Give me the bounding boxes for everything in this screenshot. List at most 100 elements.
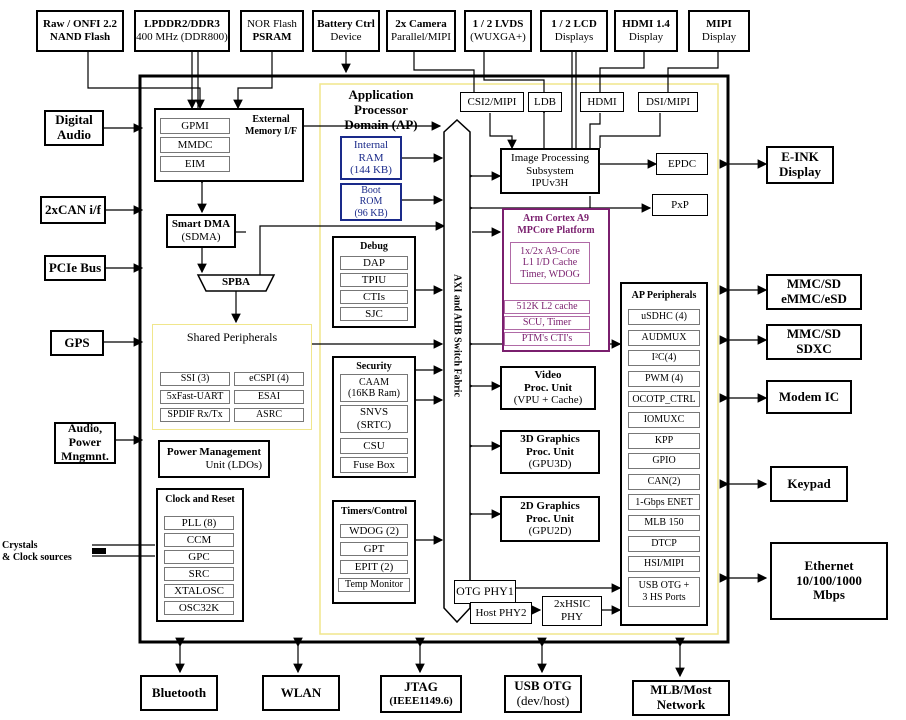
csi-label: CSI2/MIPI bbox=[467, 95, 517, 108]
nand-line2: NAND Flash bbox=[49, 31, 111, 43]
ap-title-line2: Domain (AP) bbox=[344, 116, 418, 132]
scu-timer: SCU, Timer bbox=[504, 316, 590, 330]
wdog-label: WDOG (2) bbox=[349, 524, 399, 537]
security-title: Security bbox=[356, 361, 392, 372]
can-label: 2xCAN i/f bbox=[45, 201, 101, 217]
battery-line1: Battery Ctrl bbox=[317, 18, 375, 31]
ap-periph-item-label: DTCP bbox=[651, 537, 677, 549]
ptm-ctis: PTM's CTI's bbox=[504, 332, 590, 346]
jtag: JTAG (IEEE1149.6) bbox=[380, 675, 462, 713]
ssi-label: SSI (3) bbox=[180, 373, 210, 385]
gpc: GPC bbox=[164, 550, 234, 564]
gpu3d-line2: Proc. Unit bbox=[525, 445, 575, 458]
hsic-line1: 2xHSIC bbox=[553, 598, 591, 611]
audio-power-line3: Mngmnt. bbox=[61, 448, 109, 463]
ap-periph-item: USB OTG + 3 HS Ports bbox=[628, 576, 700, 607]
audio-power-line1: Audio, bbox=[67, 421, 103, 436]
bluetooth: Bluetooth bbox=[140, 675, 218, 711]
sjc-label: SJC bbox=[365, 307, 383, 320]
lcd-line1: 1 / 2 LCD bbox=[551, 18, 597, 31]
ethernet-line1: Ethernet bbox=[804, 557, 854, 573]
ap-periph-item-label: MLB 150 bbox=[644, 517, 684, 529]
nor-line2: PSRAM bbox=[252, 31, 292, 43]
hdmi-display: HDMI 1.4 Display bbox=[614, 10, 678, 52]
csu: CSU bbox=[340, 438, 408, 454]
asrc: ASRC bbox=[234, 408, 304, 422]
ap-periph-item-label: PWM (4) bbox=[644, 373, 684, 385]
ap-periph-item-label: GPIO bbox=[652, 455, 676, 467]
epdc-label: EPDC bbox=[667, 157, 697, 170]
csi-mipi: CSI2/MIPI bbox=[460, 92, 524, 112]
eink-display: E-INK Display bbox=[766, 146, 834, 184]
wlan-label: WLAN bbox=[280, 684, 322, 700]
digital-audio-line1: Digital bbox=[55, 112, 93, 128]
ap-periph-item: 1-Gbps ENET bbox=[628, 494, 700, 511]
uart: 5xFast-UART bbox=[160, 390, 230, 404]
hdmi-ip: HDMI bbox=[580, 92, 624, 112]
timers-title: Timers/Control bbox=[340, 506, 408, 517]
hdmi-line1: HDMI 1.4 bbox=[622, 18, 670, 31]
ap-periph-item: MLB 150 bbox=[628, 515, 700, 531]
ap-title-line1: Application Processor bbox=[348, 87, 414, 117]
lvds-line2: (WUXGA+) bbox=[470, 31, 526, 43]
xtalosc-label: XTALOSC bbox=[174, 584, 224, 597]
epit-label: EPIT (2) bbox=[354, 560, 394, 573]
lpddr-line2: 400 MHz (DDR800) bbox=[136, 31, 228, 43]
ap-domain-boundary bbox=[319, 83, 719, 635]
digital-audio: Digital Audio bbox=[44, 110, 104, 146]
ecspi-label: eCSPI (4) bbox=[249, 373, 289, 385]
emi-title-line1: External bbox=[252, 114, 290, 125]
crystals-line2: & Clock sources bbox=[2, 551, 72, 563]
pxp: PxP bbox=[652, 194, 708, 216]
brom-line2: ROM bbox=[359, 196, 383, 208]
osc32k-label: OSC32K bbox=[178, 601, 220, 614]
ap-periph-item: HSI/MIPI bbox=[628, 556, 700, 573]
mlb-line2: Network bbox=[656, 697, 706, 712]
esai-label: ESAI bbox=[257, 391, 281, 403]
mmc-sdxc-line1: MMC/SD bbox=[786, 326, 842, 342]
nor-line1: NOR Flash bbox=[247, 18, 297, 31]
clock-title: Clock and Reset bbox=[165, 494, 235, 505]
bluetooth-label: Bluetooth bbox=[151, 684, 207, 700]
power-line1: Power Management bbox=[166, 446, 262, 459]
src-label: SRC bbox=[188, 567, 210, 580]
host-phy2: Host PHY2 bbox=[470, 602, 532, 624]
ap-periph-item: CAN(2) bbox=[628, 473, 700, 490]
audio-power-line2: Power bbox=[68, 435, 102, 450]
spba-label: SPBA bbox=[198, 276, 274, 289]
mmc-emmc-line2: eMMC/eSD bbox=[781, 291, 847, 306]
fabric-label: AXI and AHB Switch Fabric bbox=[452, 256, 463, 416]
src: SRC bbox=[164, 567, 234, 581]
ipu-line3: IPUv3H bbox=[531, 177, 569, 190]
vpu-line2: Proc. Unit bbox=[523, 381, 573, 394]
a9-core-line2: L1 I/D Cache bbox=[522, 257, 578, 269]
crystal-icon bbox=[92, 548, 106, 554]
mmc-sdxc-line2: SDXC bbox=[796, 341, 832, 356]
brom-line3: (96 KB) bbox=[354, 207, 388, 219]
mmc-emmc-line1: MMC/SD bbox=[786, 276, 842, 292]
crystals-label: Crystals & Clock sources bbox=[2, 540, 72, 563]
mipi-line2: Display bbox=[701, 31, 737, 43]
can-interface: 2xCAN i/f bbox=[40, 196, 106, 224]
pcie-bus: PCIe Bus bbox=[44, 255, 106, 281]
lpddr-line1: LPDDR2/DDR3 bbox=[144, 18, 220, 31]
gpu3d-line3: (GPU3D) bbox=[528, 458, 572, 471]
hsic-phy: 2xHSIC PHY bbox=[542, 596, 602, 626]
iram-line2: RAM bbox=[358, 151, 384, 164]
mipi-display: MIPI Display bbox=[688, 10, 750, 52]
eim: EIM bbox=[160, 156, 230, 172]
ap-periph-item-label: uSDHC (4) bbox=[641, 311, 687, 323]
ap-periph-item: uSDHC (4) bbox=[628, 309, 700, 325]
temp-monitor: Temp Monitor bbox=[338, 578, 410, 592]
esai: ESAI bbox=[234, 390, 304, 404]
ap-periph-item: AUDMUX bbox=[628, 329, 700, 346]
host-phy2-label: Host PHY2 bbox=[475, 606, 527, 619]
ap-periph-item-label: AUDMUX bbox=[641, 331, 687, 343]
soc-boundary bbox=[138, 74, 730, 644]
a9-core-line3: Timer, WDOG bbox=[520, 268, 580, 280]
jtag-line2: (IEEE1149.6) bbox=[389, 695, 453, 708]
keypad: Keypad bbox=[770, 466, 848, 502]
ethernet-line3: Mbps bbox=[813, 587, 845, 603]
tpiu-label: TPIU bbox=[361, 273, 387, 286]
